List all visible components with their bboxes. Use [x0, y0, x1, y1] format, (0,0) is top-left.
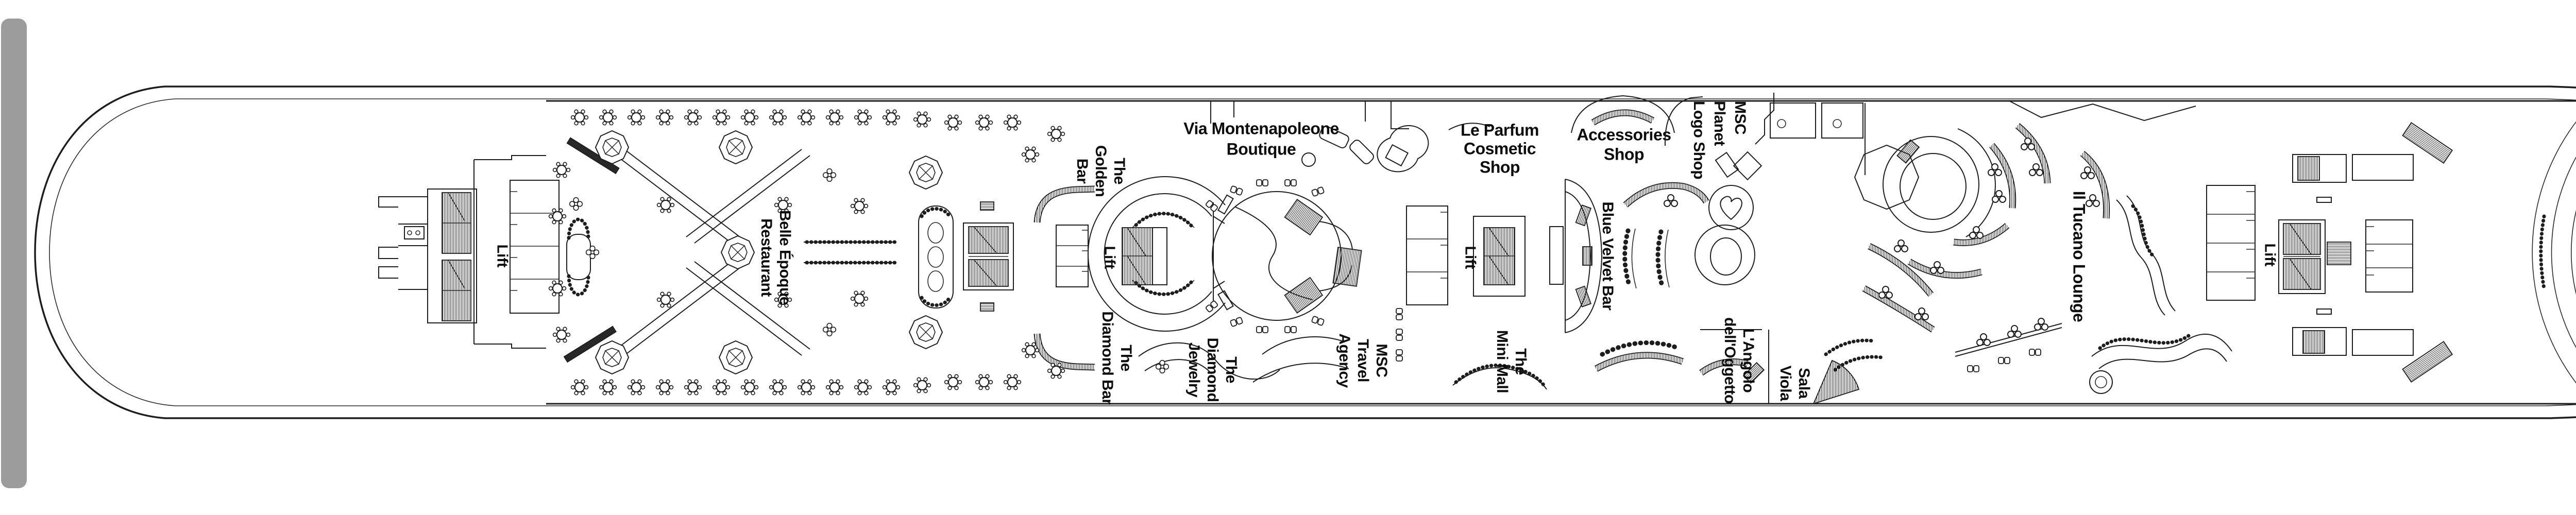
venue-mini-mall: The Mini Mall: [1396, 308, 1547, 393]
svg-text:Bar: Bar: [1074, 159, 1091, 184]
venue-via-montenapoleone: Via Montenapoleone Boutique: [1183, 101, 1409, 167]
svg-text:The: The: [1117, 345, 1134, 371]
svg-text:The: The: [1512, 348, 1529, 375]
svg-text:Logo Shop: Logo Shop: [1690, 101, 1707, 179]
svg-text:Sala: Sala: [1795, 368, 1812, 399]
mid-lift-bank: [1056, 225, 1089, 287]
venue-blue-velvet-bar: Blue Velvet Bar: [1549, 179, 1755, 372]
edge-strip: [1, 19, 27, 488]
label-accessories-shop: Accessories: [1577, 125, 1671, 144]
label-le-parfum: Le Parfum: [1461, 121, 1539, 139]
aft-stair-hall: [427, 188, 477, 323]
atrium-ring: [1088, 176, 1234, 332]
svg-text:Mini Mall: Mini Mall: [1494, 330, 1511, 393]
svg-text:The: The: [1111, 158, 1128, 184]
label-diamond-jewelry: The Diamond Jewelry: [1185, 338, 1240, 402]
venue-msc-planet: MSC Planet Logo Shop: [1664, 93, 1774, 181]
venue-msc-travel-agency: MSC Travel Agency: [1252, 333, 1390, 388]
label-mini-mall: The Mini Mall: [1494, 330, 1529, 393]
venue-sala-viola: Sala Viola: [1770, 102, 1884, 405]
lift-bank: [1406, 205, 1448, 305]
svg-text:Golden: Golden: [1092, 145, 1109, 197]
svg-text:Diamond: Diamond: [1204, 338, 1221, 402]
restaurant-tables-top: [570, 109, 1022, 131]
svg-text:Belle Époque: Belle Époque: [776, 210, 794, 305]
aft-lobby: Lift: [378, 137, 620, 363]
label-lift-forward: Lift: [2261, 243, 2278, 266]
restaurant-tables-bottom: [570, 374, 1022, 396]
heart-feature: [1708, 185, 1754, 230]
svg-text:MSC: MSC: [1373, 344, 1390, 377]
svg-text:Boutique: Boutique: [1227, 140, 1296, 158]
svg-text:Shop: Shop: [1604, 145, 1644, 163]
label-teatro: Teatro La Scala: [2575, 183, 2576, 244]
svg-text:dell'Oggetto: dell'Oggetto: [1721, 317, 1738, 404]
round-bar: [1694, 225, 1755, 285]
svg-text:Shop: Shop: [1480, 158, 1520, 176]
label-msc-travel-agency: MSC Travel Agency: [1336, 333, 1390, 388]
svg-text:MSC: MSC: [1732, 101, 1749, 134]
svg-text:Restaurant: Restaurant: [758, 218, 775, 297]
aft-lift-bank: [510, 180, 560, 314]
label-lift-aft: Lift: [494, 244, 510, 267]
label-via-montenapoleone: Via Montenapoleone: [1183, 119, 1339, 138]
svg-text:The: The: [1223, 356, 1240, 383]
svg-text:Jewelry: Jewelry: [1185, 342, 1202, 398]
label-msc-planet: MSC Planet Logo Shop: [1690, 101, 1749, 179]
label-golden-bar: The Golden Bar: [1074, 145, 1128, 197]
buffet-island: [918, 205, 954, 308]
label-lift-shops: Lift: [1462, 246, 1478, 269]
svg-text:La Scala: La Scala: [2575, 183, 2576, 244]
venue-tucano-lounge: Il Tucano Lounge: [1854, 100, 2232, 394]
forward-lobby: Lift: [2206, 122, 2453, 383]
label-blue-velvet: Blue Velvet Bar: [1599, 202, 1616, 311]
label-lift-mid: Lift: [1101, 246, 1117, 269]
label-sala-viola: Sala Viola: [1777, 366, 1812, 401]
svg-text:L'Angolo: L'Angolo: [1740, 329, 1757, 393]
hull-inner: [49, 98, 2576, 406]
svg-text:Travel: Travel: [1354, 339, 1371, 382]
svg-text:Viola: Viola: [1777, 366, 1794, 401]
svg-text:Cosmetic: Cosmetic: [1464, 139, 1536, 158]
svg-text:Diamond Bar: Diamond Bar: [1099, 311, 1116, 405]
venue-angolo: L'Angolo dell'Oggetto: [1699, 317, 1769, 404]
forward-mid-core: Lift: [1406, 205, 1526, 305]
ship-hull: [1, 19, 2576, 488]
label-angolo: L'Angolo dell'Oggetto: [1721, 317, 1757, 404]
stage-fan: [1812, 359, 1860, 405]
label-diamond-bar: The Diamond Bar: [1099, 311, 1134, 405]
hull-outer: [34, 85, 2576, 419]
venue-teatro-la-scala: Teatro La Scala: [2532, 121, 2576, 384]
svg-text:Agency: Agency: [1336, 333, 1353, 388]
svg-text:Planet: Planet: [1711, 101, 1728, 146]
venue-golden-bar: The Golden Bar The Diamond Bar Lift: [1021, 126, 1134, 405]
heart-icon: [1720, 196, 1742, 220]
grand-staircase: [1205, 179, 1362, 333]
venue-diamond-jewelry: The Diamond Jewelry: [1138, 338, 1280, 402]
venue-le-parfum: Le Parfum Cosmetic Shop: [1377, 121, 1539, 176]
label-tucano: Il Tucano Lounge: [2070, 191, 2089, 322]
mid-stair-block: [963, 222, 1014, 290]
label-belle-epoque: Belle Époque Restaurant: [758, 210, 794, 305]
venue-belle-epoque-restaurant: Belle Époque Restaurant: [548, 109, 1022, 396]
venue-accessories-shop: Accessories Shop: [1571, 95, 1675, 163]
